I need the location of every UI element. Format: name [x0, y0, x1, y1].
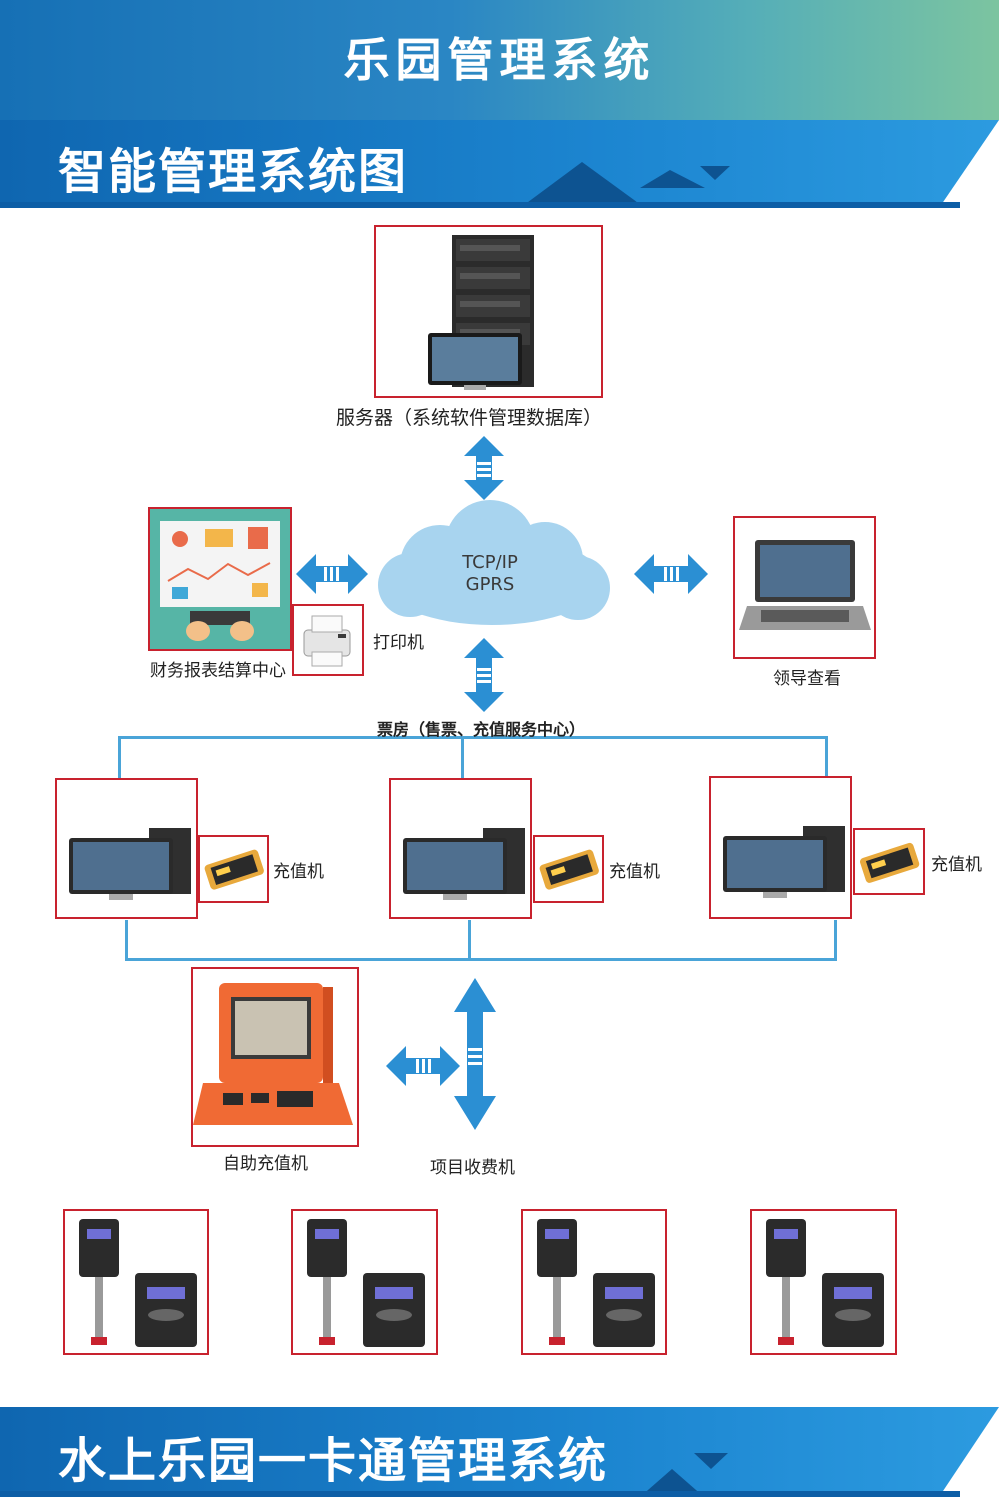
top-header: 乐园管理系统	[0, 0, 999, 120]
self-service-kiosk-box	[191, 967, 359, 1147]
finance-dashboard-icon	[160, 521, 280, 641]
recharge-reader-box	[198, 835, 269, 903]
fee-terminal-icon	[766, 1219, 884, 1347]
double-arrow-vertical-icon	[464, 436, 504, 500]
ticket-bus-line	[118, 736, 828, 739]
server-label: 服务器（系统软件管理数据库）	[336, 407, 603, 429]
self-service-label: 自助充值机	[223, 1154, 308, 1174]
section-title-bottom: 水上乐园一卡通管理系统	[58, 1433, 609, 1489]
double-arrow-left-icon	[296, 554, 368, 594]
leader-laptop-box	[733, 516, 876, 659]
recharge-label: 充值机	[273, 862, 324, 882]
fee-terminal-box	[521, 1209, 667, 1355]
double-arrow-vertical-icon	[464, 638, 504, 712]
recharge-label: 充值机	[609, 862, 660, 882]
cloud-protocol-gprs: GPRS	[465, 574, 515, 595]
double-arrow-right-icon	[634, 554, 708, 594]
double-arrow-horizontal-icon	[386, 1046, 460, 1086]
card-reader-icon	[860, 842, 920, 883]
server-box	[374, 225, 603, 398]
recharge-reader-box	[853, 828, 925, 895]
fee-collector-label: 项目收费机	[430, 1158, 515, 1178]
ticket-pc-box	[389, 778, 532, 919]
mountain-decor-icon	[640, 1453, 728, 1497]
mountain-decor-icon	[520, 162, 730, 208]
laptop-icon	[739, 540, 871, 630]
finance-center-box	[148, 507, 292, 651]
desktop-computer-icon	[723, 826, 845, 898]
printer-label: 打印机	[373, 633, 424, 653]
double-arrow-vertical-icon	[454, 978, 496, 1130]
desktop-computer-icon	[69, 828, 191, 900]
leader-label: 领导查看	[773, 669, 841, 689]
printer-icon	[303, 615, 351, 667]
recharge-reader-box	[533, 835, 604, 903]
fee-terminal-box	[63, 1209, 209, 1355]
fee-terminal-icon	[79, 1219, 197, 1347]
finance-center-label: 财务报表结算中心	[150, 661, 286, 681]
desktop-computer-icon	[403, 828, 525, 900]
fee-terminal-box	[750, 1209, 897, 1355]
fee-terminal-box	[291, 1209, 438, 1355]
ticket-pc-box	[55, 778, 198, 919]
recharge-label: 充值机	[931, 855, 982, 875]
cloud-protocol-tcpip: TCP/IP	[462, 552, 518, 573]
card-reader-icon	[204, 849, 264, 890]
section-band-top: 智能管理系统图	[0, 120, 999, 208]
network-cloud-icon	[378, 500, 610, 625]
printer-box	[292, 604, 364, 676]
terminal-bus-line	[125, 958, 837, 961]
ticket-pc-box	[709, 776, 852, 919]
ticket-office-label: 票房（售票、充值服务中心）	[377, 720, 586, 739]
server-rack-icon	[428, 235, 534, 390]
fee-terminal-icon	[307, 1219, 425, 1347]
kiosk-icon	[193, 983, 353, 1125]
section-band-bottom: 水上乐园一卡通管理系统	[0, 1407, 999, 1497]
section-title-top: 智能管理系统图	[58, 144, 409, 200]
page-title: 乐园管理系统	[343, 33, 656, 87]
card-reader-icon	[539, 849, 599, 890]
fee-terminal-icon	[537, 1219, 655, 1347]
